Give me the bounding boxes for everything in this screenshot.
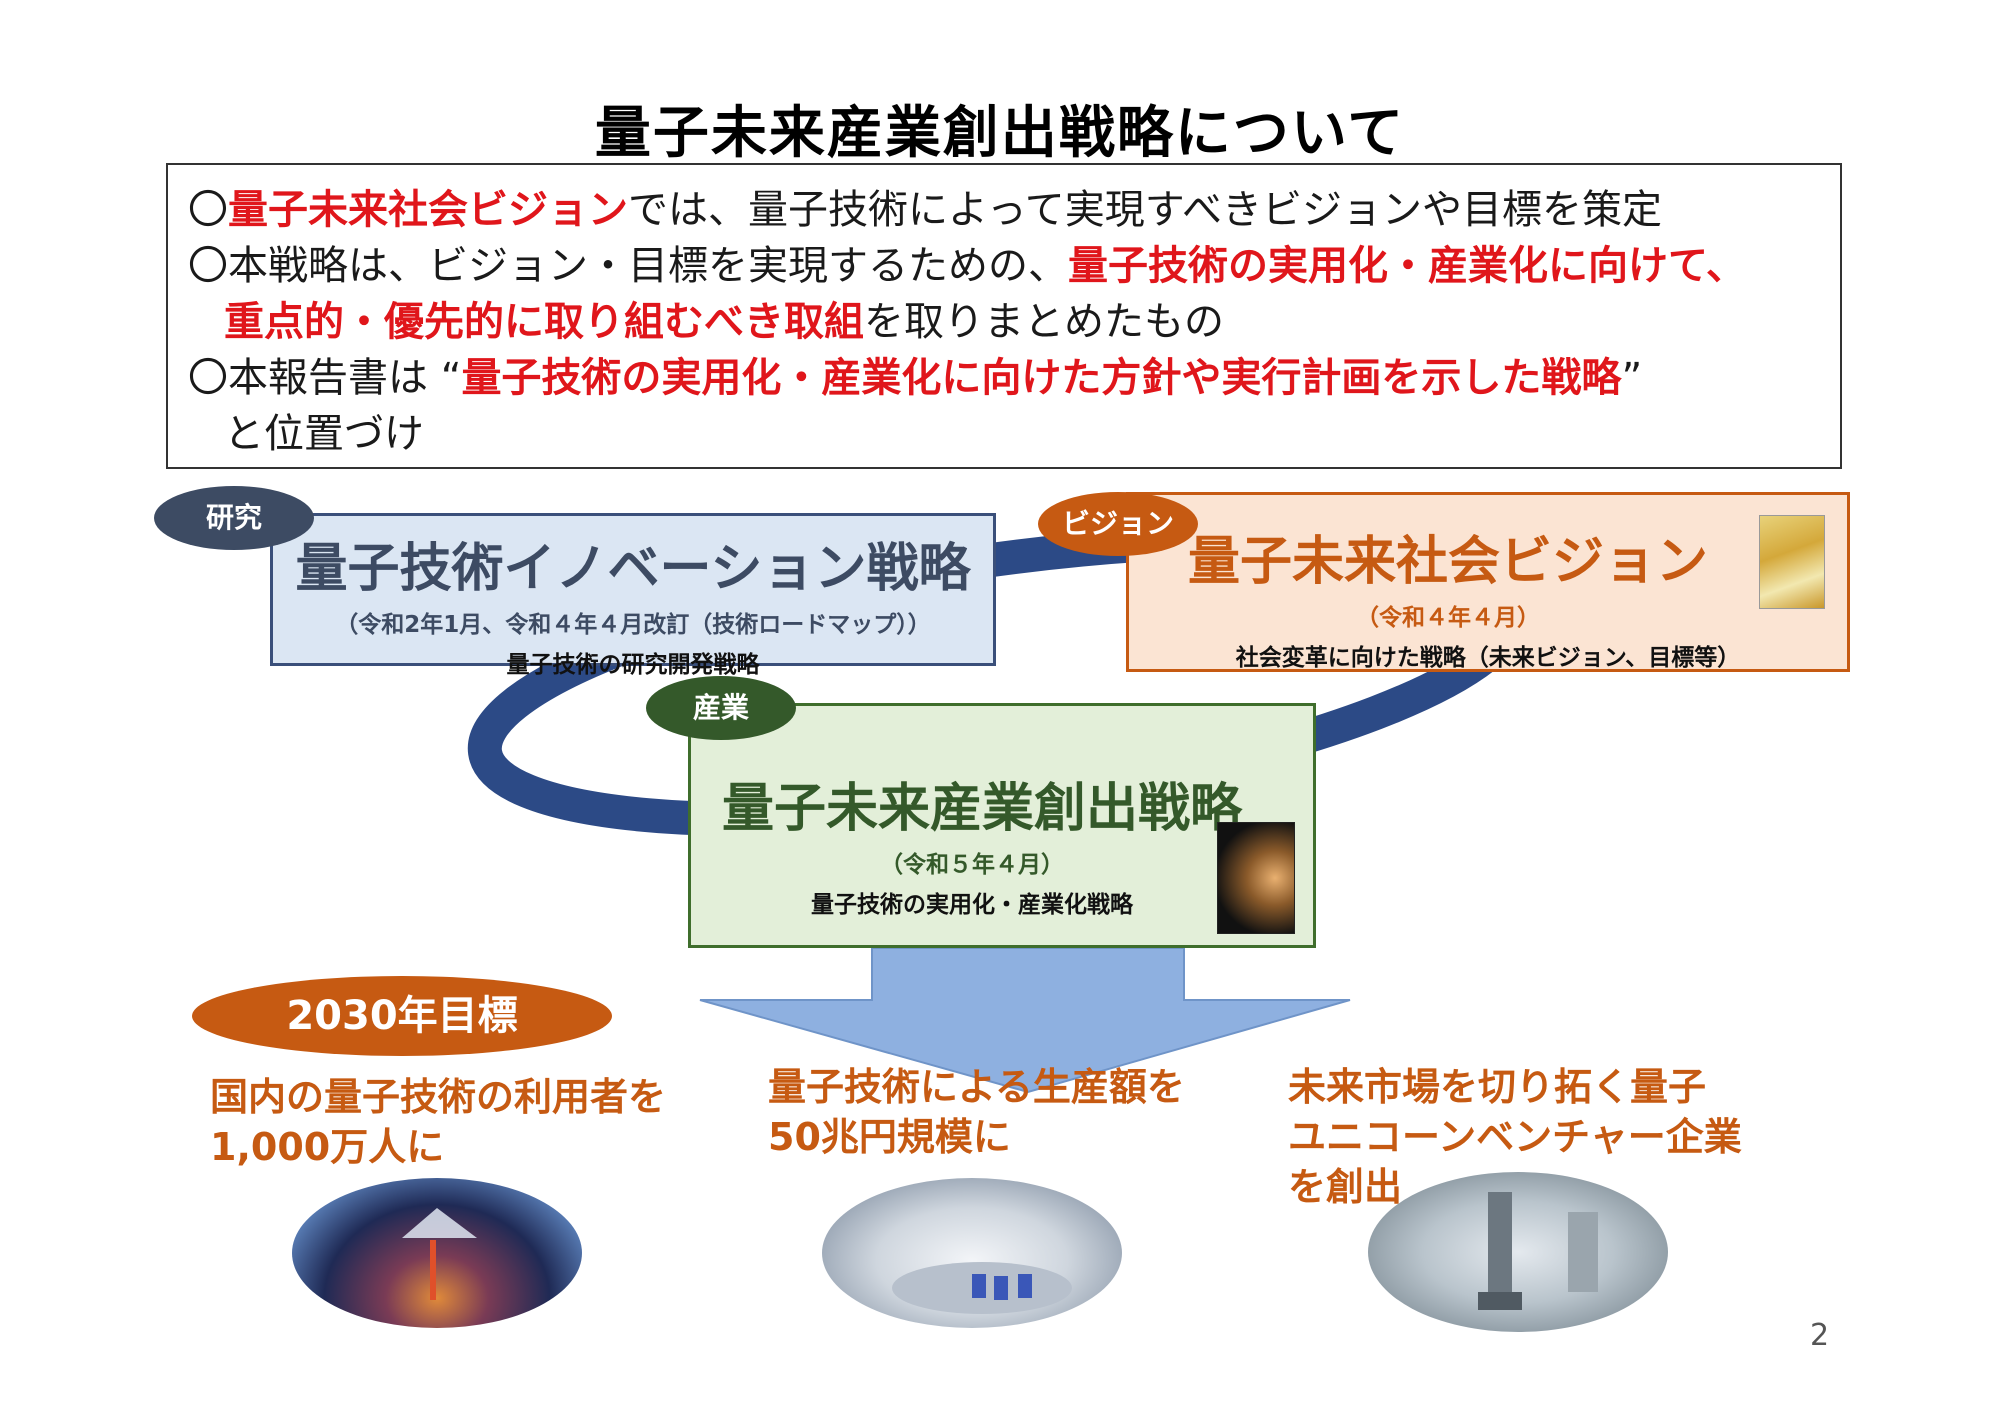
innovation-name: 量子技術イノベーション戦略 — [295, 539, 971, 599]
circle-mark: 〇 — [188, 243, 228, 289]
lab-equipment-image — [822, 1178, 1122, 1328]
industry-strategy-box: 量子未来産業創出戦略 （令和５年４月） 量子技術の実用化・産業化戦略 — [688, 703, 1316, 948]
goal-unicorn-line3: を創出 — [1288, 1165, 1403, 1209]
goal-2030-tag: 2030年目標 — [192, 976, 612, 1056]
vision-name: 量子未来社会ビジョン — [1187, 532, 1708, 592]
industry-date: （令和５年４月） — [880, 852, 1064, 878]
summary-red-text: 量子技術の実用化・産業化に向けて、 — [1068, 243, 1746, 289]
summary-red-text: 重点的・優先的に取り組むべき取組 — [224, 299, 864, 345]
page-title: 量子未来産業創出戦略について — [594, 101, 1406, 166]
industry-desc: 量子技術の実用化・産業化戦略 — [811, 892, 1133, 918]
summary-line-3: 重点的・優先的に取り組むべき取組を取りまとめたもの — [224, 289, 1224, 347]
goal-unicorn-line1: 未来市場を切り拓く量子 — [1288, 1065, 1707, 1109]
tokyo-cityscape-image — [292, 1178, 582, 1328]
innovation-date: （令和2年1月、令和４年４月改訂（技術ロードマップ）） — [335, 612, 931, 638]
summary-line-5: と位置づけ — [224, 401, 424, 459]
innovation-desc: 量子技術の研究開発戦略 — [506, 652, 760, 678]
research-tag: 研究 — [154, 486, 314, 550]
summary-line-2: 〇本戦略は、ビジョン・目標を実現するための、量子技術の実用化・産業化に向けて、 — [188, 233, 1746, 291]
industry-report-cover — [1217, 822, 1295, 934]
vision-tag: ビジョン — [1038, 492, 1198, 556]
vision-box: 量子未来社会ビジョン （令和４年４月） 社会変革に向けた戦略（未来ビジョン、目標… — [1126, 492, 1850, 672]
goal-production-line2: 50兆円規模に — [768, 1115, 1011, 1159]
goal-production: 量子技術による生産額を 50兆円規模に — [768, 1062, 1185, 1162]
factory-robot-image — [1368, 1172, 1668, 1332]
vision-date: （令和４年４月） — [1356, 605, 1540, 631]
goal-users: 国内の量子技術の利用者を 1,000万人に — [210, 1072, 666, 1172]
goal-users-line1: 国内の量子技術の利用者を — [210, 1075, 667, 1119]
summary-text: を取りまとめたもの — [864, 299, 1224, 345]
circle-mark: 〇 — [188, 355, 228, 401]
summary-text: 本報告書は “ — [228, 355, 462, 401]
goal-users-line2: 1,000万人に — [210, 1125, 445, 1169]
summary-text: では、量子技術によって実現すべきビジョンや目標を策定 — [628, 187, 1662, 233]
summary-text: ” — [1621, 355, 1643, 401]
summary-red-text: 量子未来社会ビジョン — [228, 187, 628, 233]
goal-unicorn: 未来市場を切り拓く量子 ユニコーンベンチャー企業 を創出 — [1288, 1062, 1742, 1212]
summary-text: 本戦略は、ビジョン・目標を実現するための、 — [228, 243, 1068, 289]
summary-line-4: 〇本報告書は “量子技術の実用化・産業化に向けた方針や実行計画を示した戦略” — [188, 345, 1642, 403]
goal-production-line1: 量子技術による生産額を — [768, 1065, 1185, 1109]
circle-mark: 〇 — [188, 187, 228, 233]
vision-desc: 社会変革に向けた戦略（未来ビジョン、目標等） — [1235, 645, 1741, 671]
page-number: 2 — [1810, 1318, 1830, 1353]
summary-text: と位置づけ — [224, 411, 424, 457]
summary-box: 〇量子未来社会ビジョンでは、量子技術によって実現すべきビジョンや目標を策定 〇本… — [166, 163, 1842, 469]
goal-unicorn-line2: ユニコーンベンチャー企業 — [1288, 1115, 1742, 1159]
summary-line-1: 〇量子未来社会ビジョンでは、量子技術によって実現すべきビジョンや目標を策定 — [188, 177, 1662, 235]
industry-name: 量子未来産業創出戦略 — [721, 779, 1242, 839]
innovation-strategy-box: 量子技術イノベーション戦略 （令和2年1月、令和４年４月改訂（技術ロードマップ）… — [270, 513, 996, 678]
industry-tag: 産業 — [646, 676, 796, 740]
vision-report-cover — [1759, 515, 1825, 609]
summary-red-text: 量子技術の実用化・産業化に向けた方針や実行計画を示した戦略 — [461, 355, 1622, 401]
